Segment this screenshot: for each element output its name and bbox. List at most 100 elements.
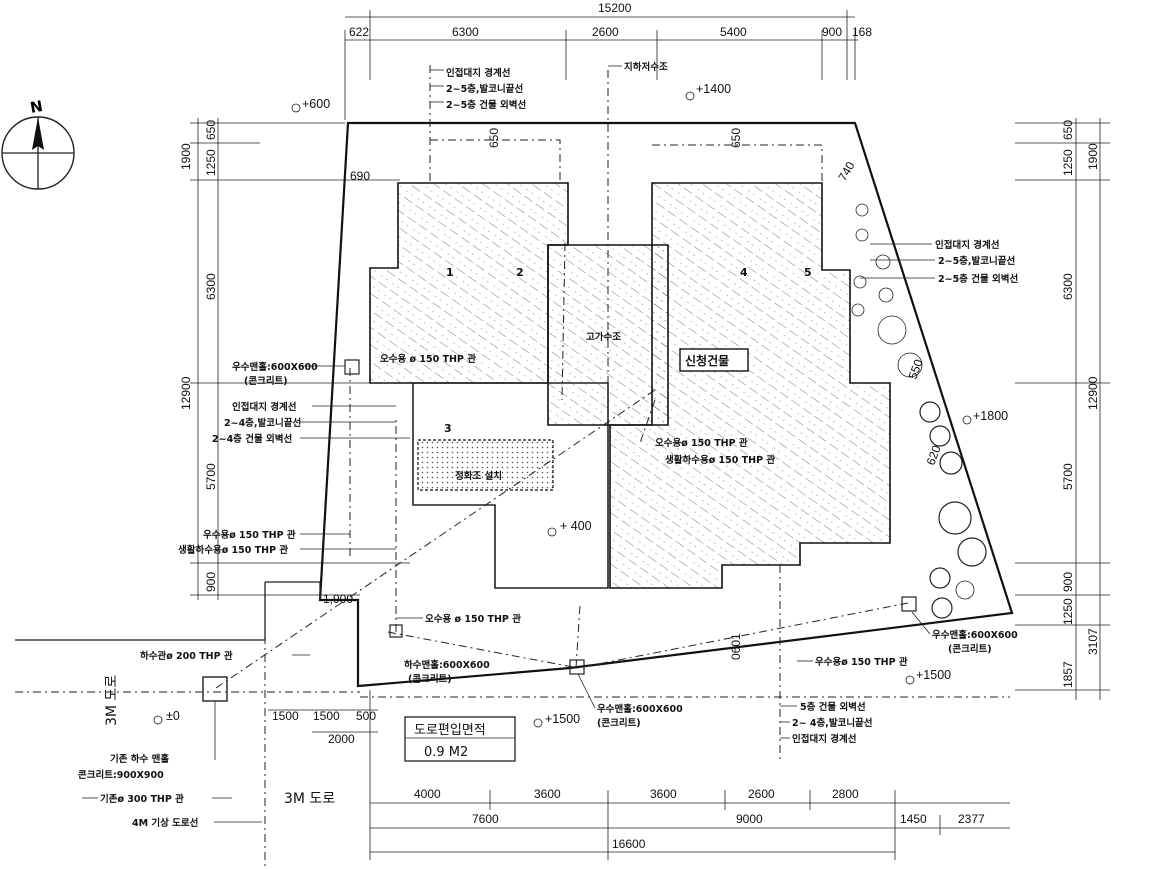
note-sewage-pipe3: 오수용 ø 150 THP 관: [425, 613, 521, 625]
dim-right-12900: 12900: [1086, 376, 1100, 410]
road-area-box: 도로편입면적 0.9 M2: [404, 716, 516, 762]
label-new-building: 신청건물: [685, 353, 729, 368]
note-top-3: 2~5층 건물 외벽선: [446, 99, 526, 111]
room-4: 4: [740, 266, 748, 279]
bottom-dimensions: 4000 3600 3600 2600 2800 7600 9000 1450 …: [369, 690, 1010, 860]
dim-740: 740: [835, 159, 857, 184]
note-sewer-manhole-mat: (콘크리트): [408, 673, 452, 685]
dim-right-1250: 1250: [1061, 149, 1075, 176]
dim-bottom-3600a: 3600: [534, 787, 561, 801]
dim-1500: 1500: [272, 709, 299, 723]
dim-550: 550: [906, 357, 926, 381]
note-existing-manhole: 기존 하수 맨홀: [110, 753, 169, 765]
dim-left-6300: 6300: [204, 273, 218, 300]
pipelines: [215, 65, 909, 760]
note-rain-manhole3-mat: (콘크리트): [948, 643, 992, 655]
dim-1500b: 1500: [313, 709, 340, 723]
road-area-value: 0.9 M2: [424, 745, 468, 760]
note-rain-manhole2-mat: (콘크리트): [597, 717, 641, 729]
dim-top-622: 622: [349, 25, 369, 39]
dim-bottom-3600b: 3600: [650, 787, 677, 801]
dim-690: 690: [350, 169, 370, 183]
room-2: 2: [516, 266, 524, 279]
buildings: [369, 139, 891, 589]
dim-left-650: 650: [204, 120, 218, 140]
building-left-upper: [369, 182, 569, 384]
dim-right-6300: 6300: [1061, 273, 1075, 300]
left-dimensions: 650 1250 6300 5700 900 1900 12900: [179, 118, 410, 600]
dim-bottom-2377: 2377: [958, 812, 985, 826]
note-right-2: 2~5층,발코니끝선: [938, 255, 1015, 267]
dim-left-5700: 5700: [204, 463, 218, 490]
note-top-group: 인접대지 경계선 2~5층,발코니끝선 2~5층 건물 외벽선 지하저수조: [430, 61, 668, 111]
dim-right-1900: 1900: [1086, 143, 1100, 170]
note-sewer-pipe: 하수관ø 200 THP 관: [140, 650, 233, 662]
north-letter: N: [29, 97, 44, 117]
dim-top-6300: 6300: [452, 25, 479, 39]
note-right-1: 인접대지 경계선: [935, 239, 1000, 251]
note-rain-manhole: 우수맨홀:600X600: [232, 361, 318, 373]
dim-bottom-7600: 7600: [472, 812, 499, 826]
note-living-pipe2: 생활하수용ø 150 THP 관: [665, 454, 775, 466]
elev-1800: +1800: [973, 409, 1008, 423]
elev-1500b: +1500: [916, 668, 951, 682]
note-existing-manhole-spec: 콘크리트:900X900: [78, 769, 164, 781]
dim-top-168: 168: [852, 25, 872, 39]
dim-500: 500: [356, 709, 376, 723]
landscaping: [851, 203, 987, 619]
dim-left-1250: 1250: [204, 149, 218, 176]
dim-2000: 2000: [328, 732, 355, 746]
note-sewer-manhole: 하수맨홀:600X600: [404, 659, 490, 671]
manholes: [202, 359, 917, 702]
dim-right-3107: 3107: [1086, 628, 1100, 655]
new-building-label-box: [679, 348, 749, 372]
note-top-2: 2~5층,발코니끝선: [446, 83, 523, 95]
note-center-group: 오수용 ø 150 THP 관 오수용ø 150 THP 관 생활하수용ø 15…: [380, 266, 812, 625]
sewer-manhole-icon: [389, 624, 403, 638]
dim-top-2600: 2600: [592, 25, 619, 39]
note-rain-pipe: 우수용ø 150 THP 관: [203, 529, 296, 541]
dim-1900-small: 1,900: [323, 592, 353, 606]
right-dimensions: 650 1250 6300 5700 900 1250 1857 1900 12…: [1015, 118, 1110, 700]
elev-400: + 400: [560, 519, 592, 533]
note-top-1: 인접대지 경계선: [446, 67, 511, 79]
dim-left-12900: 12900: [179, 376, 193, 410]
road-labels: 3M 도로 3M 도로: [104, 675, 335, 807]
note-left-group-2: 2~4층,발코니끝선: [224, 417, 301, 429]
note-rain-manhole2: 우수맨홀:600X600: [597, 703, 683, 715]
note-elevated-tank: 고가수조: [586, 331, 621, 343]
dim-top-5400: 5400: [720, 25, 747, 39]
dim-650b: 650: [729, 128, 743, 148]
note-left-group-3: 2~4층 건물 외벽선: [212, 433, 292, 445]
note-rain-manhole3: 우수맨홀:600X600: [932, 629, 1018, 641]
road-area-title: 도로편입면적: [414, 723, 486, 738]
note-septic-install: 정화조 설치: [455, 470, 502, 482]
dim-left-900: 900: [204, 572, 218, 592]
note-rain-manhole-mat: (콘크리트): [244, 375, 288, 387]
rain-manhole2-icon: [569, 659, 585, 675]
road-edges: [15, 581, 1010, 866]
dim-top-total: 15200: [598, 1, 632, 15]
note-road-line: 4M 기상 도로선: [132, 817, 198, 829]
note-sewage-pipe2: 오수용ø 150 THP 관: [655, 437, 748, 449]
dim-bottom-9000: 9000: [736, 812, 763, 826]
building-new: [609, 182, 891, 589]
room-1: 1: [446, 266, 454, 279]
north-arrow: N: [1, 97, 75, 190]
existing-manhole-icon: [202, 676, 228, 702]
note-groundwater: 지하저수조: [624, 61, 668, 73]
dim-right-1857: 1857: [1061, 661, 1075, 688]
note-bottom-group: 하수관ø 200 THP 관 하수맨홀:600X600 (콘크리트) 우수맨홀:…: [78, 611, 1018, 829]
dim-650a: 650: [487, 128, 501, 148]
note-rain-pipe-right: 우수용ø 150 THP 관: [815, 656, 908, 668]
dim-620: 620: [924, 443, 944, 467]
dim-top-900: 900: [822, 25, 842, 39]
site-boundary: [318, 121, 1014, 688]
note-living-pipe: 생활하수용ø 150 THP 관: [178, 544, 288, 556]
dim-right-1250b: 1250: [1061, 598, 1075, 625]
dim-bottom-1450: 1450: [900, 812, 927, 826]
elev-0: ±0: [166, 709, 180, 723]
dim-right-5700: 5700: [1061, 463, 1075, 490]
elev-1400: +1400: [696, 82, 731, 96]
